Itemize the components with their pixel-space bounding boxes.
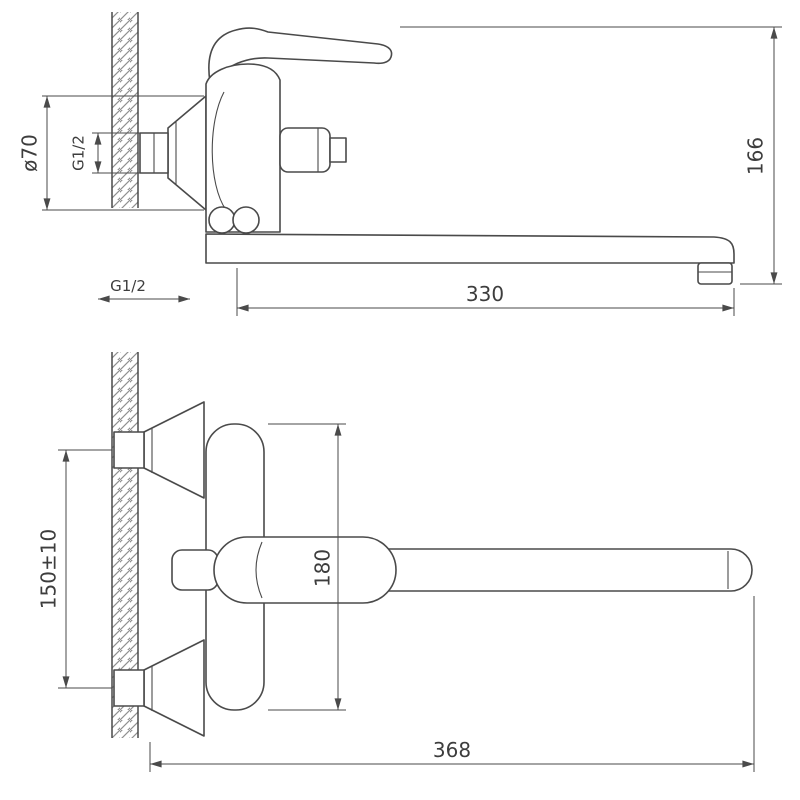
- lever-handle-side: [208, 27, 393, 83]
- side-view: [111, 12, 735, 285]
- dim-spout-reach-label: 330: [466, 282, 504, 306]
- dim-wall-thread-label: G1/2: [110, 277, 146, 295]
- cartridge-cap-front: [171, 549, 219, 591]
- dim-inlet-thread-label: G1/2: [70, 135, 88, 171]
- diverter-outlet-side: [279, 127, 331, 173]
- dim-flange-diameter-label: ø70: [18, 134, 42, 172]
- aerator-side: [697, 262, 733, 285]
- spout-nut-ring-1: [208, 206, 236, 234]
- lever-handle-front: [213, 536, 397, 604]
- dim-overall-length-label: 368: [433, 738, 471, 762]
- escutcheon-cone-lower: [143, 639, 205, 737]
- faucet-body-side: [205, 63, 281, 233]
- escutcheon-cone-upper: [143, 401, 205, 499]
- dim-inlet-spacing-label: 150±10: [37, 529, 61, 609]
- dim-body-length-label: 180: [311, 549, 335, 587]
- front-view-dimensions: 150±10 180 368: [37, 423, 755, 772]
- body-contour-line-side: [211, 91, 227, 211]
- front-view: [111, 352, 753, 738]
- hose-connector-side: [329, 137, 347, 163]
- dim-height-label: 166: [744, 137, 768, 175]
- escutcheon-cone-side: [167, 95, 207, 211]
- inlet-nut-lower: [113, 669, 145, 707]
- handle-seam-front: [255, 541, 263, 599]
- spout-side: [205, 233, 735, 264]
- spout-nut-ring-2: [232, 206, 260, 234]
- wall-hatch-side: [112, 12, 138, 208]
- side-view-dimensions: ø70 G1/2 166 330 G1/2: [18, 26, 782, 316]
- inlet-nut-upper: [113, 431, 145, 469]
